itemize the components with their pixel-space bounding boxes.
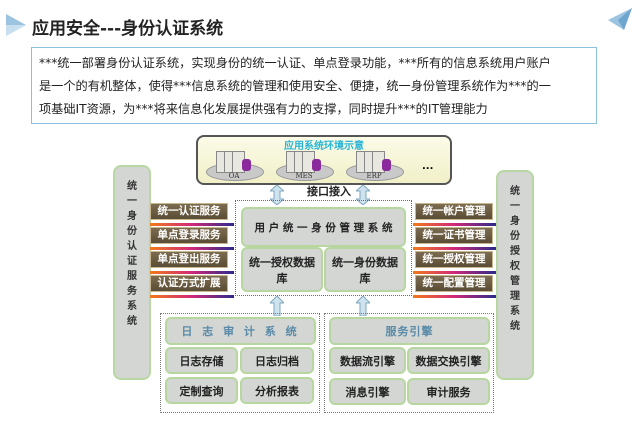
- description-line: ***统一部署身份认证系统，实现身份的统一认证、单点登录功能，***所有的信息系…: [39, 56, 551, 70]
- more-ellipsis: ...: [422, 161, 434, 172]
- page-title: 应用安全---身份认证系统: [32, 19, 224, 39]
- right-service: 统一授权管理: [415, 251, 493, 268]
- flow-arrow: [150, 247, 234, 250]
- log-cell: 分析报表: [240, 377, 314, 404]
- server-erp: ERP: [346, 151, 404, 181]
- right-authz-panel: 统一身份授权管理系统: [496, 170, 534, 380]
- engine-cell: 数据交换引擎: [407, 347, 490, 374]
- log-audit-frame: [160, 313, 320, 413]
- identity-database: 统一身份数据库: [324, 247, 406, 292]
- right-service: 统一帐户管理: [415, 203, 493, 220]
- left-service: 认证方式扩展: [150, 275, 228, 292]
- authz-database: 统一授权数据库: [241, 247, 323, 292]
- flow-arrow: [413, 247, 496, 250]
- env-title: 应用系统环境示意: [284, 141, 364, 152]
- service-engine-title: 服务引擎: [329, 317, 490, 345]
- up-arrow-icon: [270, 296, 284, 316]
- log-cell: 日志归档: [240, 347, 314, 374]
- log-cell: 定制查询: [165, 377, 238, 404]
- engine-cell: 消息引擎: [329, 378, 406, 405]
- service-engine-frame: [324, 313, 494, 413]
- core-identity-system: 用 户 统 一 身 份 管 理 系 统: [241, 207, 406, 247]
- description-box: ***统一部署身份认证系统，实现身份的统一认证、单点登录功能，***所有的信息系…: [31, 47, 597, 124]
- left-auth-panel: 统一身份认证服务系统: [113, 165, 151, 380]
- engine-cell: 数据流引擎: [329, 347, 406, 374]
- paper-plane-decoration-icon: [608, 8, 632, 30]
- flow-arrow: [413, 223, 496, 226]
- flow-arrow: [150, 271, 234, 274]
- log-audit-title: 日 志 审 计 系 统: [165, 317, 316, 345]
- description-line: 是一个的有机整体，使得***信息系统的管理和使用安全、便捷，统一身份管理系统作为…: [39, 79, 551, 93]
- left-service: 单点登录服务: [150, 227, 228, 244]
- flow-arrow: [413, 271, 496, 274]
- triangle-decoration-icon: [6, 14, 26, 36]
- flow-arrow: [413, 295, 496, 298]
- up-arrow-icon: [356, 296, 370, 316]
- left-service: 统一认证服务: [150, 203, 228, 220]
- flow-arrow: [150, 295, 234, 298]
- description-line: 项基础IT资源，为***将来信息化发展提供强有力的支撑，同时提升***的IT管理…: [39, 102, 488, 116]
- right-service: 统一证书管理: [415, 227, 493, 244]
- log-cell: 日志存储: [165, 347, 238, 374]
- left-panel-label: 统一身份认证服务系统: [127, 181, 137, 327]
- flow-arrow: [150, 223, 234, 226]
- server-oa: OA: [206, 151, 264, 181]
- server-mes: MES: [276, 151, 334, 181]
- right-service: 统一配置管理: [415, 275, 493, 292]
- interface-label: 接口接入: [307, 185, 351, 198]
- engine-cell: 审计服务: [407, 378, 490, 405]
- core-system-frame: [235, 200, 412, 296]
- left-service: 单点登出服务: [150, 251, 228, 268]
- app-environment-box: 应用系统环境示意 OA MES ERP ...: [196, 135, 452, 185]
- right-panel-label: 统一身份授权管理系统: [510, 186, 520, 332]
